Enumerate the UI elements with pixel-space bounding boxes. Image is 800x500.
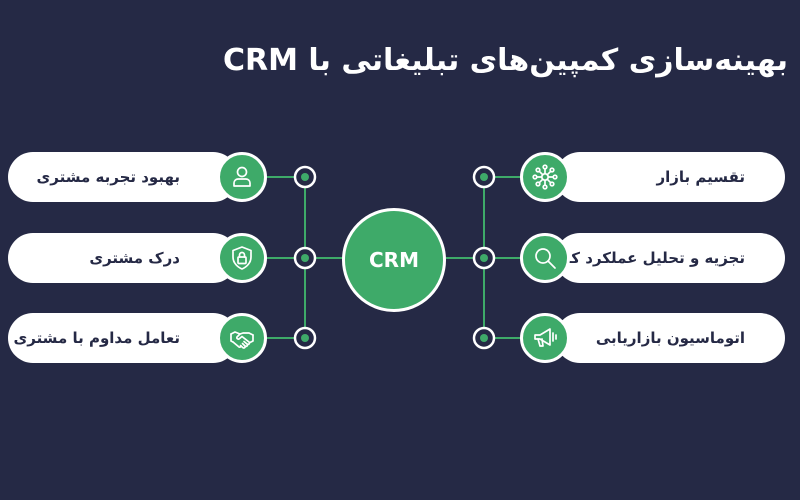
handshake-icon (217, 313, 267, 363)
node-dot-right-top (472, 165, 496, 189)
pill-left-1: بهبود تجربه مشتری (8, 152, 238, 202)
pill-right-1-label: تقسیم بازار (656, 168, 745, 186)
pill-right-1: تقسیم بازار (555, 152, 785, 202)
page-title: بهینه‌سازی کمپین‌های تبلیغاتی با CRM (222, 43, 788, 78)
user-icon (217, 152, 267, 202)
pill-left-2: درک مشتری (8, 233, 238, 283)
pill-right-3: اتوماسیون بازاریابی (555, 313, 785, 363)
pill-left-3: تعامل مداوم با مشتری (8, 313, 238, 363)
pill-left-1-label: بهبود تجربه مشتری (36, 168, 180, 186)
pill-left-3-label: تعامل مداوم با مشتری (13, 329, 180, 347)
crm-center-label: CRM (369, 248, 419, 272)
megaphone-icon (520, 313, 570, 363)
node-dot-right-middle (472, 246, 496, 270)
node-dot-left-top (293, 165, 317, 189)
node-dot-right-bottom (472, 326, 496, 350)
crm-center-node: CRM (342, 208, 446, 312)
node-dot-left-middle (293, 246, 317, 270)
network-icon (520, 152, 570, 202)
pill-right-2: تجزیه و تحلیل عملکرد کمپین (536, 233, 785, 283)
lock-shield-icon (217, 233, 267, 283)
pill-left-2-label: درک مشتری (89, 249, 180, 267)
pill-right-2-label: تجزیه و تحلیل عملکرد کمپین (535, 249, 746, 267)
pill-right-3-label: اتوماسیون بازاریابی (595, 329, 745, 347)
node-dot-left-bottom (293, 326, 317, 350)
search-icon (520, 233, 570, 283)
